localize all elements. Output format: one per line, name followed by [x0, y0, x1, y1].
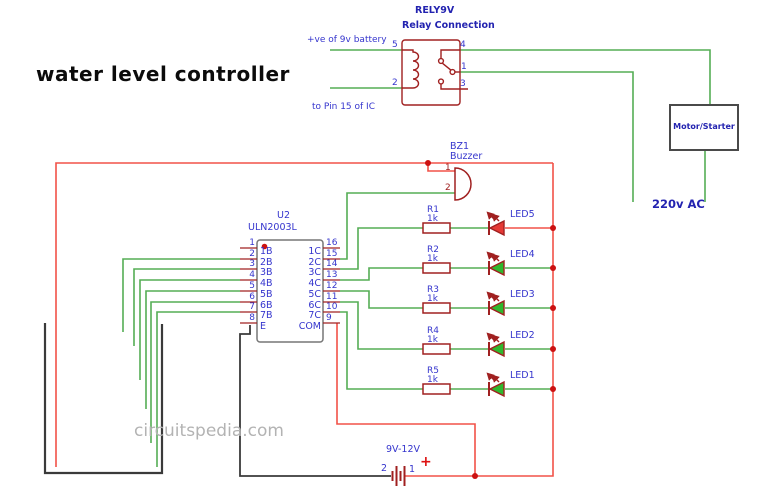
ic-pin-label-4C: 4C — [308, 278, 321, 289]
resistor-value-R1: 1k — [427, 214, 438, 224]
motor-starter-label: Motor/Starter — [673, 122, 735, 131]
ic-pin-number-8: 8 — [249, 313, 255, 323]
ic-pin-number-13: 13 — [326, 270, 338, 280]
black-wires — [43, 323, 391, 477]
ic-pin-number-10: 10 — [326, 302, 338, 312]
ic-pin-label-1C: 1C — [308, 246, 321, 257]
junction-dots — [425, 160, 556, 479]
battery-symbol — [391, 466, 406, 486]
resistor-ref-R5: R5 — [427, 366, 439, 376]
relay-symbol — [401, 39, 468, 106]
ic-symbol — [240, 239, 340, 343]
led-label-LED3: LED3 — [510, 289, 535, 300]
led-label-LED2: LED2 — [510, 330, 535, 341]
battery-voltage-label: 9V-12V — [386, 444, 421, 455]
motor-starter-box — [669, 104, 739, 151]
ic-pin1-dot — [261, 243, 268, 250]
led-label-LED4: LED4 — [510, 249, 535, 260]
ic-pin-label-6B: 6B — [260, 300, 273, 311]
ic-part-number: ULN2003L — [248, 222, 297, 233]
watermark: circuitspedia.com — [134, 421, 284, 441]
ic-pin-number-4: 4 — [249, 270, 255, 280]
ic-pin-number-5: 5 — [249, 281, 255, 291]
buzzer-name: Buzzer — [450, 151, 483, 162]
buzzer-ref: BZ1 — [450, 141, 470, 152]
battery-positive-note: +ve of 9v battery — [307, 35, 387, 45]
buzzer-pin2-number: 2 — [445, 183, 451, 193]
relay-ref: RELY9V — [415, 5, 455, 16]
ic-pin-number-11: 11 — [326, 292, 338, 302]
relay-pin3-number: 3 — [460, 79, 466, 89]
green-wires — [122, 49, 711, 467]
ic-pin15-note: to Pin 15 of IC — [312, 102, 375, 112]
battery-pin1-number: 1 — [409, 464, 416, 475]
ic-pin-number-15: 15 — [326, 249, 338, 259]
ic-pin-label-3B: 3B — [260, 267, 273, 278]
ic-pin-number-16: 16 — [326, 238, 338, 248]
ic-pin-number-2: 2 — [249, 249, 255, 259]
relay-pin4-number: 4 — [460, 40, 466, 50]
resistor-value-R5: 1k — [427, 375, 438, 385]
ic-pin-number-12: 12 — [326, 281, 338, 291]
ic-pin-number-1: 1 — [249, 238, 255, 248]
resistor-ref-R2: R2 — [427, 245, 439, 255]
ic-pin-label-5C: 5C — [308, 289, 321, 300]
resistor-value-R3: 1k — [427, 294, 438, 304]
resistors — [422, 222, 451, 395]
relay-name: Relay Connection — [402, 20, 495, 31]
relay-pin2-number: 2 — [392, 78, 398, 88]
buzzer-symbol — [454, 167, 472, 201]
ic-pin-label-6C: 6C — [308, 300, 321, 311]
relay-pin5-number: 5 — [392, 40, 398, 50]
ic-pin-label-COM: COM — [298, 321, 321, 332]
ic-pin-label-5B: 5B — [260, 289, 273, 300]
page-title: water level controller — [36, 62, 290, 86]
leds — [486, 211, 505, 398]
battery-plus-sign: + — [420, 454, 432, 470]
resistor-ref-R1: R1 — [427, 205, 439, 215]
battery-pin2-number: 2 — [381, 463, 388, 474]
ic-pin-label-E: E — [260, 321, 267, 332]
ic-pin-label-1B: 1B — [260, 246, 273, 257]
ic-pin-label-4B: 4B — [260, 278, 273, 289]
resistor-ref-R3: R3 — [427, 285, 439, 295]
water-tank — [43, 323, 164, 475]
resistor-ref-R4: R4 — [427, 326, 439, 336]
ic-pin-label-3C: 3C — [308, 267, 321, 278]
led-label-LED1: LED1 — [510, 370, 535, 381]
ic-pin-number-3: 3 — [249, 259, 255, 269]
ic-pin-label-2C: 2C — [308, 257, 321, 268]
resistor-value-R4: 1k — [427, 335, 438, 345]
led-label-LED5: LED5 — [510, 209, 535, 220]
ic-pin-number-7: 7 — [249, 302, 255, 312]
ic-pin-label-7B: 7B — [260, 310, 273, 321]
ic-pin-label-7C: 7C — [308, 310, 321, 321]
ic-pin-label-2B: 2B — [260, 257, 273, 268]
ac-supply-label: 220v AC — [652, 197, 705, 211]
buzzer-pin1-number: 1 — [445, 163, 451, 173]
ic-pin-number-14: 14 — [326, 259, 338, 269]
ic-ref: U2 — [277, 210, 290, 221]
ic-pin-number-9: 9 — [326, 313, 332, 323]
resistor-value-R2: 1k — [427, 254, 438, 264]
ic-pin-number-6: 6 — [249, 292, 255, 302]
relay-pin1-number: 1 — [461, 62, 467, 72]
